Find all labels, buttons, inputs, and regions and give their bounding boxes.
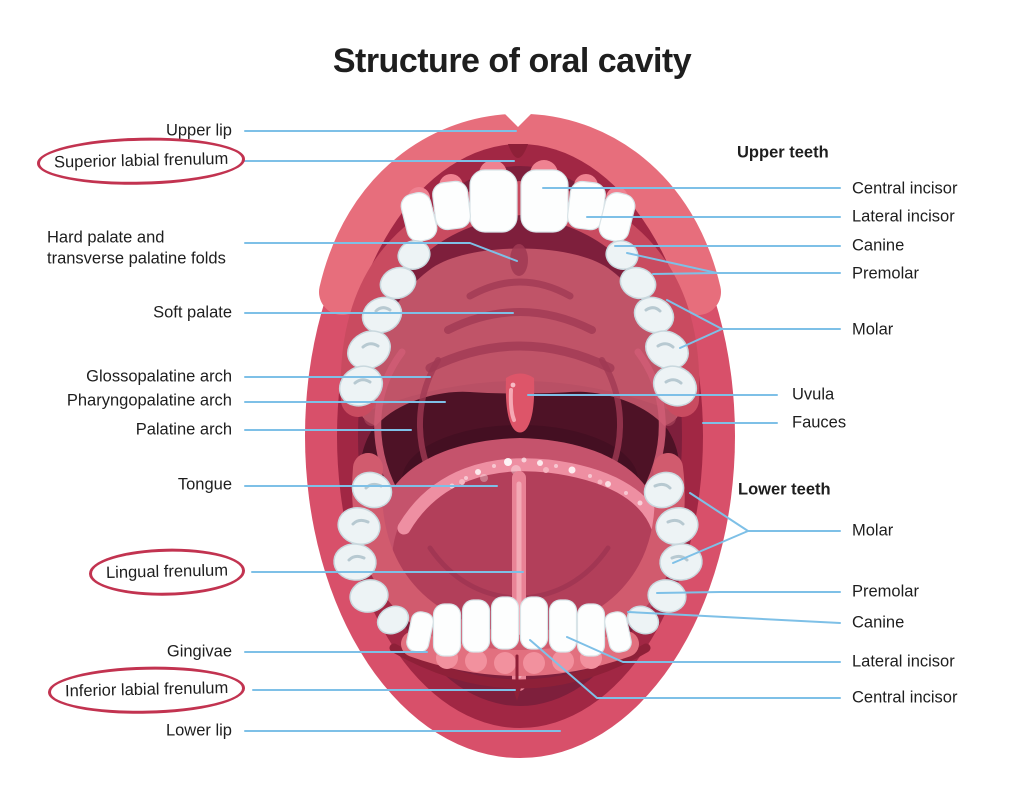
- leader-molar-lower-prong: [672, 530, 749, 564]
- upper-molar: [633, 296, 675, 334]
- palate: [360, 244, 680, 438]
- leader-premolar-lower: [656, 591, 841, 594]
- gum-scallop: [552, 650, 574, 672]
- uvula-highlight: [508, 388, 516, 422]
- label-pharyngopalatine-arch: Pharyngopalatine arch: [66, 391, 232, 410]
- upper-central-incisor-right: [520, 169, 569, 233]
- label-premolar-upper: Premolar: [852, 264, 919, 283]
- lower-molar: [643, 471, 685, 509]
- label-molar-upper: Molar: [852, 320, 894, 339]
- upper-premolar: [379, 266, 417, 300]
- molar-groove: [351, 518, 370, 526]
- tongue-fold-rim: [397, 458, 665, 535]
- lower-molar: [351, 471, 393, 509]
- incisive-papilla: [510, 244, 528, 276]
- label-lower-lip: Lower lip: [165, 721, 232, 740]
- lower-gum-crease: [389, 643, 651, 689]
- palatine-fold-1: [466, 278, 574, 300]
- label-central-incisor-upper: Central incisor: [852, 179, 958, 198]
- label-central-incisor-lower: Central incisor: [852, 688, 958, 707]
- lower-premolar: [647, 579, 687, 613]
- philtrum-notch: [503, 112, 533, 127]
- upper-premolar: [397, 240, 431, 270]
- uvula-glint: [510, 382, 516, 388]
- lower-jaw: [333, 453, 703, 701]
- upper-gum-arch: [340, 181, 700, 417]
- upper-front-teeth: [400, 169, 636, 242]
- label-lateral-incisor-upper: Lateral incisor: [852, 207, 955, 226]
- upper-premolar: [605, 240, 639, 270]
- label-tongue: Tongue: [177, 475, 232, 494]
- lower-central-incisor-left: [490, 596, 520, 650]
- leader-lines: [242, 130, 841, 732]
- page-title: Structure of oral cavity: [332, 42, 692, 80]
- label-soft-palate: Soft palate: [153, 303, 232, 322]
- superior-labial-frenulum-notch: [508, 144, 528, 158]
- label-uvula: Uvula: [792, 385, 835, 404]
- gum-scallop: [465, 650, 487, 672]
- label-premolar-lower: Premolar: [852, 582, 919, 601]
- lower-premolar: [376, 605, 410, 635]
- label-gingivae: Gingivae: [166, 642, 232, 661]
- leader-central-incisor-lower: [529, 639, 841, 699]
- lower-incisor: [432, 603, 462, 657]
- molar-groove: [347, 554, 366, 562]
- molar-groove: [656, 342, 675, 349]
- molar-groove: [664, 378, 683, 385]
- palatine-fold-3: [425, 341, 615, 373]
- label-molar-lower: Molar: [852, 521, 894, 540]
- gum-scallop: [523, 652, 545, 674]
- upper-molar: [347, 330, 391, 370]
- leader-premolar-upper-prong: [652, 272, 718, 275]
- lower-canine-right: [576, 603, 606, 657]
- molar-groove: [361, 342, 380, 349]
- molar-groove: [653, 482, 672, 490]
- left-glossopalatine-arch: [374, 348, 406, 506]
- upper-central-incisor-left: [469, 169, 518, 233]
- label-canine-upper: Canine: [852, 236, 905, 255]
- leader-molar-upper-prong: [679, 328, 723, 349]
- label-lower-teeth: Lower teeth: [738, 480, 831, 499]
- molar-groove: [666, 518, 685, 526]
- molar-groove: [374, 306, 392, 313]
- upper-premolar: [619, 266, 657, 300]
- lower-molar: [659, 543, 703, 581]
- lower-edge-tooth: [604, 611, 632, 653]
- inferior-labial-frenulum-tip: [513, 688, 521, 701]
- upper-molar: [645, 330, 689, 370]
- label-glossopalatine-arch: Glossopalatine arch: [86, 367, 232, 386]
- lower-central-incisor-right: [519, 596, 549, 650]
- label-upper-teeth: Upper teeth: [737, 143, 829, 162]
- label-hard-palate: Hard palate and transverse palatine fold…: [47, 228, 226, 267]
- label-palatine-arch: Palatine arch: [135, 420, 232, 439]
- label-lateral-incisor-lower: Lateral incisor: [852, 652, 955, 671]
- lower-lateral-incisor-right: [548, 599, 578, 653]
- label-fauces: Fauces: [792, 413, 847, 432]
- molar-groove: [644, 306, 662, 313]
- upper-molar: [361, 296, 403, 334]
- palatine-fold-2: [444, 308, 596, 334]
- leader-lateral-incisor-lower: [566, 636, 841, 663]
- leader-hard-palate: [244, 242, 518, 262]
- label-upper-lip: Upper lip: [165, 121, 232, 140]
- upper-canine-left: [400, 192, 438, 242]
- gum-scallop: [494, 652, 516, 674]
- molar-groove: [353, 378, 372, 385]
- label-canine-lower: Canine: [852, 613, 905, 632]
- tongue: [377, 438, 668, 691]
- molar-groove: [670, 554, 689, 562]
- tongue-underside: [392, 460, 668, 640]
- lower-incisor: [461, 599, 491, 653]
- lower-premolar: [349, 579, 389, 613]
- leader-canine-lower: [627, 611, 841, 624]
- tongue-speckles: [449, 457, 643, 506]
- upper-lateral-incisor-left: [432, 180, 472, 231]
